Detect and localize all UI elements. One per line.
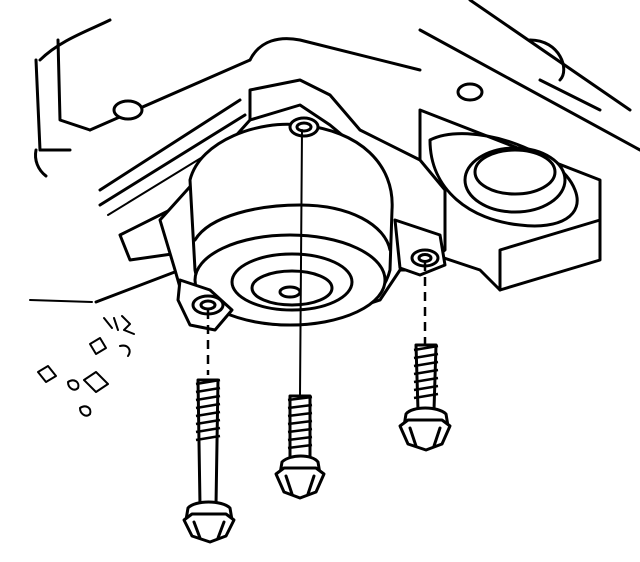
- bolt-alignment-lines: [206, 129, 427, 396]
- mounting-bolt-right: [398, 343, 452, 452]
- mounting-housing: [29, 0, 640, 417]
- alignment-line-center: [299, 129, 303, 396]
- motor-assembly: [158, 78, 447, 332]
- mounting-bolt-left: [182, 378, 236, 544]
- mounting-bolt-center: [274, 394, 326, 500]
